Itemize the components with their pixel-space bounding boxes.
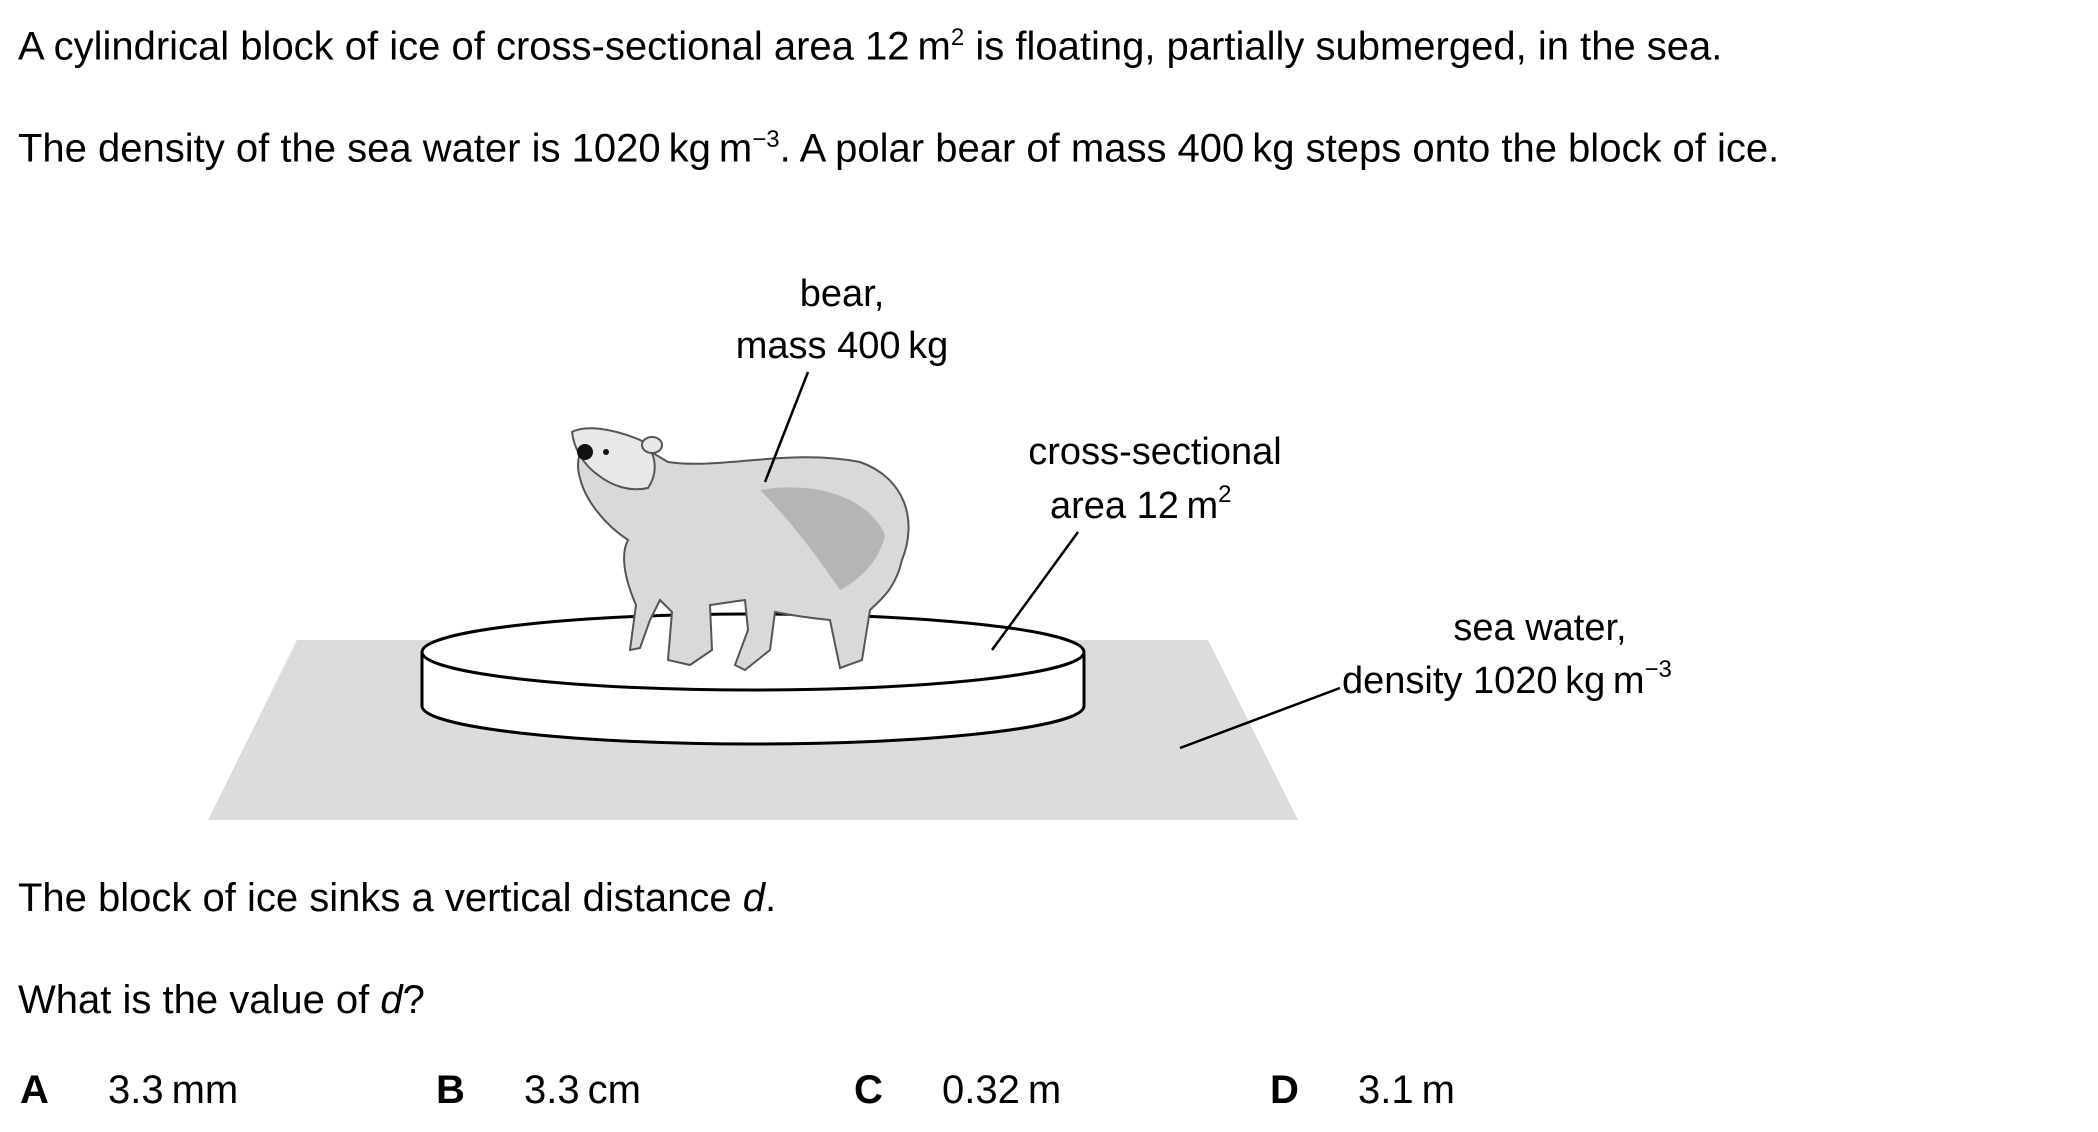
density-superscript: −3 — [752, 126, 780, 153]
bear-ear — [641, 436, 663, 454]
area-leader-line — [990, 531, 1080, 651]
ask-text: What is the value of — [18, 978, 381, 1022]
option-b-letter: B — [436, 1068, 465, 1112]
area-label-superscript: 2 — [1218, 481, 1231, 508]
area-label-line2: area 12 m2 — [1050, 481, 1232, 527]
option-b[interactable]: B 3.3 cm — [436, 1064, 641, 1116]
density-text-end: . A polar bear of mass 400 kg steps onto… — [779, 126, 1780, 171]
ask-text-end: ? — [402, 978, 425, 1022]
sea-label-line2: density 1020 kg m−3 — [1342, 656, 1672, 702]
option-c[interactable]: C 0.32 m — [854, 1064, 1061, 1116]
option-a[interactable]: A 3.3 mm — [20, 1064, 238, 1116]
bear-leader-line — [763, 371, 810, 483]
option-d-letter: D — [1270, 1068, 1299, 1112]
density-text: The density of the sea water is 1020 kg … — [18, 126, 753, 171]
intro-text-end: is floating, partially submerged, in the… — [964, 24, 1723, 69]
option-c-value: 0.32 m — [942, 1068, 1062, 1112]
option-d[interactable]: D 3.1 m — [1270, 1064, 1455, 1116]
question-sinks: The block of ice sinks a vertical distan… — [18, 872, 776, 924]
intro-superscript: 2 — [950, 24, 965, 51]
option-d-value: 3.1 m — [1358, 1068, 1455, 1112]
option-a-letter: A — [20, 1068, 49, 1112]
sea-leader-line — [1179, 686, 1341, 750]
question-ask: What is the value of d? — [18, 974, 425, 1026]
option-c-letter: C — [854, 1068, 883, 1112]
option-a-value: 3.3 mm — [108, 1068, 239, 1112]
sinks-text: The block of ice sinks a vertical distan… — [18, 876, 743, 920]
bear-label-line2: mass 400 kg — [736, 325, 949, 367]
bear-shading — [760, 487, 885, 590]
sinks-variable: d — [742, 876, 766, 920]
polar-bear-illustration — [570, 427, 910, 672]
intro-text: A cylindrical block of ice of cross-sect… — [18, 24, 951, 69]
ask-variable: d — [380, 978, 403, 1022]
area-label-line1: cross-sectional — [1028, 431, 1281, 473]
sea-label-line1: sea water, — [1453, 607, 1626, 649]
bear-label-line1: bear, — [800, 273, 885, 315]
bear-nose — [577, 444, 593, 460]
question-density: The density of the sea water is 1020 kg … — [18, 114, 2048, 174]
sinks-text-end: . — [765, 876, 777, 920]
bear-head — [570, 427, 656, 491]
sea-label-superscript: −3 — [1645, 656, 1672, 683]
option-b-value: 3.3 cm — [524, 1068, 641, 1112]
question-intro: A cylindrical block of ice of cross-sect… — [18, 12, 2078, 72]
bear-eye — [603, 449, 609, 455]
